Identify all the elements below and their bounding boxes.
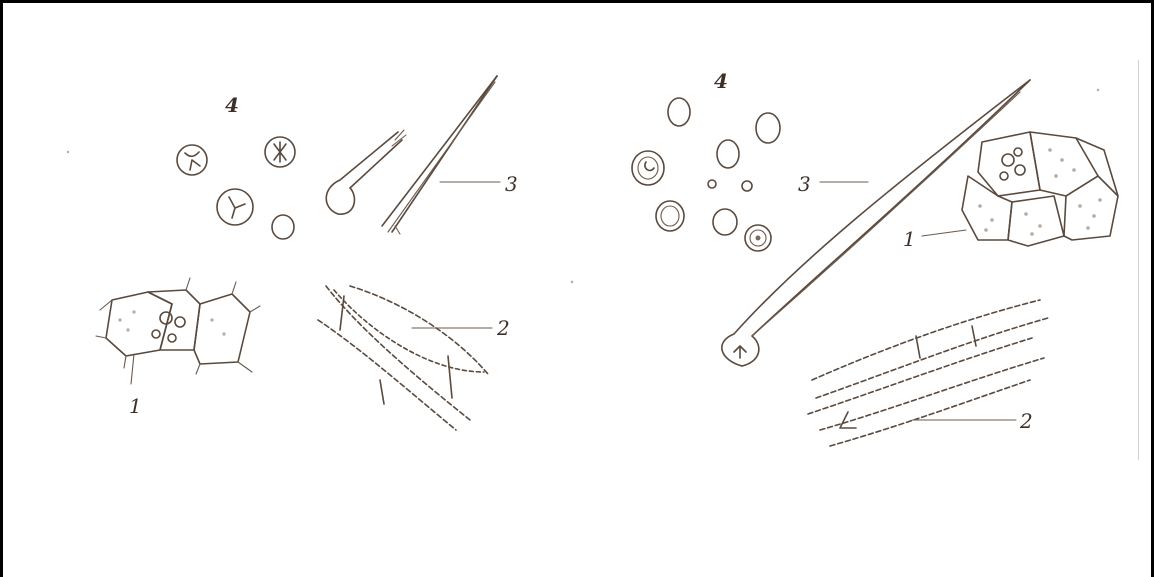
left-label-1-leader [131, 354, 134, 384]
left-starch-grains [177, 137, 295, 239]
left-cell-inclusion-1 [160, 312, 172, 324]
left-trichome-short-a [326, 132, 398, 214]
left-label-4: 4 [225, 93, 239, 117]
right-label-1-leader [922, 230, 966, 236]
right-cell-inclusion-1 [1002, 154, 1014, 166]
right-grain-4 [632, 151, 664, 185]
right-fibre-5 [830, 380, 1030, 446]
right-cell-inclusion-2 [1015, 165, 1025, 175]
left-trichome-long-b [392, 76, 497, 232]
right-fibre-3 [808, 338, 1032, 414]
right-grain-5 [708, 180, 716, 188]
right-label-4: 4 [714, 69, 728, 93]
left-parenchyma-cells [96, 278, 260, 384]
right-grain-1 [668, 98, 690, 126]
right-trichome-base-mark [734, 346, 746, 358]
left-trichome-short-b [338, 140, 402, 214]
right-long-trichome [722, 80, 1030, 366]
right-cell-top-left [978, 132, 1040, 196]
left-cell-inclusion-3 [152, 330, 160, 338]
right-cell-outline [1076, 138, 1118, 196]
right-panel: 1 2 3 4 [632, 69, 1118, 446]
right-cell-top-right [1030, 132, 1098, 196]
left-cell-dot [210, 318, 213, 321]
left-fibre-3 [350, 286, 488, 374]
right-beaded-fibres [808, 300, 1048, 446]
left-trichome-long-base [395, 226, 400, 234]
right-label-3: 3 [798, 172, 811, 196]
right-grain-6 [742, 181, 752, 191]
left-panel: 1 2 3 4 [96, 76, 518, 430]
right-grain-3 [717, 140, 739, 168]
right-cell-inclusion-3 [1000, 172, 1008, 180]
right-grain-9-hilum [756, 236, 761, 241]
right-fibre-4 [820, 358, 1044, 430]
left-cell-inclusion-2 [175, 317, 185, 327]
left-grain-1-hilum [185, 152, 200, 170]
left-grain-2-hilum [274, 142, 286, 162]
right-grain-4-inner [638, 157, 658, 179]
left-cell-dot [126, 328, 129, 331]
scan-specks [67, 89, 1099, 283]
right-grain-4-hilum [645, 162, 654, 170]
right-label-1: 1 [903, 227, 916, 251]
left-fibre-2 [334, 290, 484, 372]
right-label-2: 2 [1019, 409, 1033, 433]
right-fibre-1 [812, 300, 1040, 380]
left-cell-3 [194, 294, 250, 364]
left-trichomes [326, 76, 497, 234]
left-grain-4 [272, 215, 294, 239]
left-cell-1 [106, 292, 172, 356]
right-grain-8 [713, 209, 737, 235]
left-cell-dot [118, 318, 121, 321]
left-fibre-cross [340, 296, 452, 404]
right-cell-mid-center [1008, 196, 1064, 246]
right-cell-mid-right [1064, 176, 1118, 240]
right-grain-2 [756, 113, 780, 143]
left-cell-inclusion-4 [168, 334, 176, 342]
right-parenchyma-cluster [922, 132, 1118, 246]
left-trichome-long-core [388, 82, 495, 232]
right-grain-7-inner [661, 206, 679, 226]
right-cell-inclusion-4 [1014, 148, 1022, 156]
left-trichome-long-a [382, 76, 497, 226]
left-label-3: 3 [505, 172, 518, 196]
left-cell-dot [132, 310, 135, 313]
left-label-1: 1 [129, 394, 142, 418]
right-cell-stipple [978, 148, 1102, 236]
left-beaded-fibres [318, 286, 492, 430]
left-grain-3-hilum [229, 197, 245, 218]
left-cell-dot [222, 332, 225, 335]
right-starch-grains [632, 98, 780, 251]
left-label-2: 2 [496, 316, 510, 340]
